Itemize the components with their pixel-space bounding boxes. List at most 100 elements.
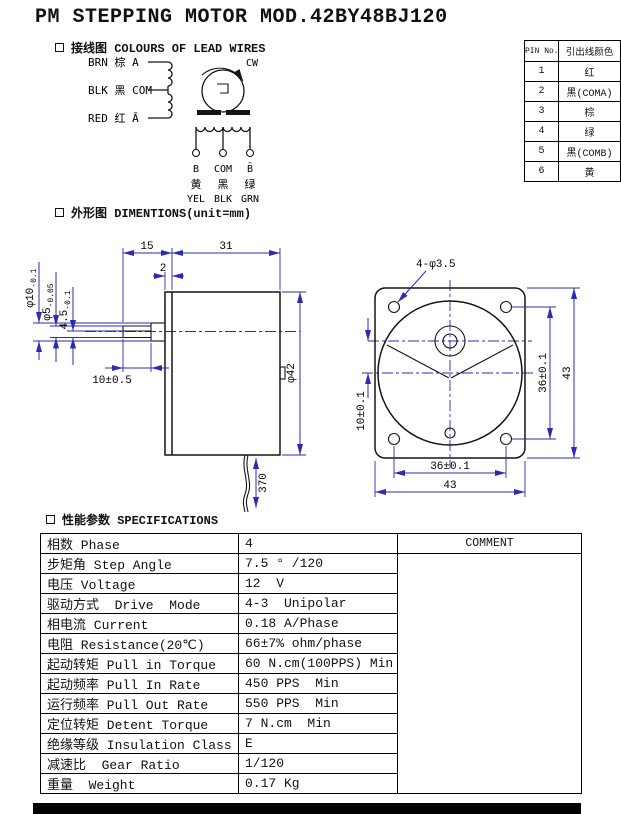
pin-number: 4 bbox=[524, 121, 559, 142]
spec-item: 电阻 Resistance(20℃) bbox=[40, 633, 239, 654]
specs-section-header: 性能参数 SPECIFICATIONS bbox=[46, 511, 218, 528]
terminal-bbar: B̄ bbox=[247, 162, 253, 175]
side-view-dimensions: 15 31 2 φ10-0.1 φ5-0.05 bbox=[25, 241, 306, 508]
lead-color-header: 引出线颜色 bbox=[558, 40, 621, 62]
motor-body-outline bbox=[164, 291, 286, 456]
phase-a-winding bbox=[148, 61, 173, 119]
terminal-b: B bbox=[193, 164, 199, 175]
terminal-color-cn-yel: 黄 bbox=[191, 177, 202, 191]
wiring-diagram: BRN 棕 A BLK 黑 COM RED 红 Ā CW bbox=[88, 55, 259, 205]
dim-length-body: 31 bbox=[219, 241, 233, 253]
phase-b-winding bbox=[191, 110, 255, 158]
spec-item: 绝缘等级 Insulation Class bbox=[40, 733, 239, 754]
pin-color: 绿 bbox=[558, 121, 621, 142]
dim-hole-pitch-vertical: 36±0.1 bbox=[538, 353, 550, 393]
specs-section-title: 性能参数 SPECIFICATIONS bbox=[62, 514, 219, 528]
pin-color: 黑(COMB) bbox=[558, 141, 621, 162]
checkbox-icon bbox=[55, 43, 64, 52]
rotor-symbol: CW bbox=[201, 58, 259, 113]
spec-item: 电压 Voltage bbox=[40, 573, 239, 594]
terminal-color-en-yel: YEL bbox=[187, 194, 205, 205]
wiring-section-header: 接线图 COLOURS OF LEAD WIRES bbox=[55, 39, 265, 56]
dim-shaft-diameter: φ5-0.05 bbox=[42, 283, 56, 320]
lead-label-blk: BLK 黑 COM bbox=[88, 84, 152, 97]
pin-color: 黑(COMA) bbox=[558, 81, 621, 102]
spec-value: 1/120 bbox=[238, 753, 398, 774]
terminal-com: COM bbox=[214, 164, 232, 175]
dimension-drawing: 15 31 2 φ10-0.1 φ5-0.05 bbox=[25, 241, 580, 513]
spec-item: 相电流 Current bbox=[40, 613, 239, 634]
comment-body-cell bbox=[397, 553, 582, 794]
page-footer-bar bbox=[33, 803, 581, 814]
pin-no-header: PIN No. bbox=[524, 40, 559, 62]
output-shaft bbox=[122, 322, 165, 342]
wiring-section-title: 接线图 COLOURS OF LEAD WIRES bbox=[71, 42, 266, 56]
cw-label: CW bbox=[246, 58, 259, 69]
spec-item: 起动转矩 Pull in Torque bbox=[40, 653, 239, 674]
spec-item: 起动频率 Pull In Rate bbox=[40, 673, 239, 694]
terminal-color-cn-blk: 黑 bbox=[218, 178, 229, 191]
specifications-table: 相数 Phase 4 COMMENT 步矩角 Step Angle 7.5 ° … bbox=[40, 533, 582, 794]
pin-number: 1 bbox=[524, 61, 559, 82]
pin-table-header-row: PIN No. 引出线颜色 bbox=[524, 40, 621, 62]
dim-length-front: 15 bbox=[140, 241, 153, 253]
spec-value: 4-3 Unipolar bbox=[238, 593, 398, 614]
spec-value: 7 N.cm Min bbox=[238, 713, 398, 734]
spec-value: E bbox=[238, 733, 398, 754]
dim-shaft-length: 10±0.5 bbox=[92, 375, 132, 387]
dim-shaft-flat: 4.5-0.1 bbox=[59, 290, 73, 329]
terminal-color-cn-grn: 绿 bbox=[245, 177, 256, 191]
front-view-dimensions: 4-φ3.5 36±0.1 43 10±0.1 bbox=[356, 259, 580, 497]
dim-wire-length: 370 bbox=[258, 473, 270, 493]
dimensions-section-title: 外形图 DIMENTIONS(unit=mm) bbox=[71, 207, 252, 221]
spec-row: 电阻 Resistance(20℃)66±7% ohm/phase bbox=[40, 633, 582, 654]
checkbox-icon bbox=[46, 515, 55, 524]
dimensions-section-header: 外形图 DIMENTIONS(unit=mm) bbox=[55, 204, 251, 221]
pin-number: 2 bbox=[524, 81, 559, 102]
mounting-holes bbox=[387, 300, 513, 446]
dim-body-diameter: φ42 bbox=[286, 363, 298, 383]
checkbox-icon bbox=[55, 208, 64, 217]
spec-item: 驱动方式 Drive Mode bbox=[40, 593, 239, 614]
spec-value: 4 bbox=[238, 533, 398, 554]
terminal-color-en-blk: BLK bbox=[214, 194, 232, 205]
spec-item: 减速比 Gear Ratio bbox=[40, 753, 239, 774]
spec-value: 12 V bbox=[238, 573, 398, 594]
spec-value: 550 PPS Min bbox=[238, 693, 398, 714]
terminal-color-en-grn: GRN bbox=[241, 194, 259, 205]
dim-hole-pitch-horizontal: 36±0.1 bbox=[430, 461, 470, 473]
spec-item: 定位转矩 Detent Torque bbox=[40, 713, 239, 734]
spec-value: 0.17 Kg bbox=[238, 773, 398, 794]
shaft-hub bbox=[386, 325, 514, 439]
shaft-keyway-glyph bbox=[217, 83, 229, 94]
lead-label-brn: BRN 棕 A bbox=[88, 55, 139, 69]
flange-outline bbox=[374, 287, 526, 459]
pin-number: 5 bbox=[524, 141, 559, 162]
spec-item: 相数 Phase bbox=[40, 533, 239, 554]
side-view: 15 31 2 φ10-0.1 φ5-0.05 bbox=[25, 241, 306, 513]
dim-shaft-offset: 10±0.1 bbox=[356, 391, 368, 431]
spec-item: 步矩角 Step Angle bbox=[40, 553, 239, 574]
spec-value: 60 N.cm(100PPS) Min bbox=[238, 653, 398, 674]
comment-header: COMMENT bbox=[397, 533, 582, 554]
spec-item: 运行频率 Pull Out Rate bbox=[40, 693, 239, 714]
page-title: PM STEPPING MOTOR MOD.42BY48BJ120 bbox=[35, 6, 448, 29]
pin-color: 红 bbox=[558, 61, 621, 82]
pin-color: 黄 bbox=[558, 161, 621, 182]
spec-value: 450 PPS Min bbox=[238, 673, 398, 694]
lead-wire-cord bbox=[242, 454, 251, 513]
pin-color: 棕 bbox=[558, 101, 621, 122]
dim-outline-height: 43 bbox=[562, 366, 574, 379]
spec-value: 7.5 ° /120 bbox=[238, 553, 398, 574]
